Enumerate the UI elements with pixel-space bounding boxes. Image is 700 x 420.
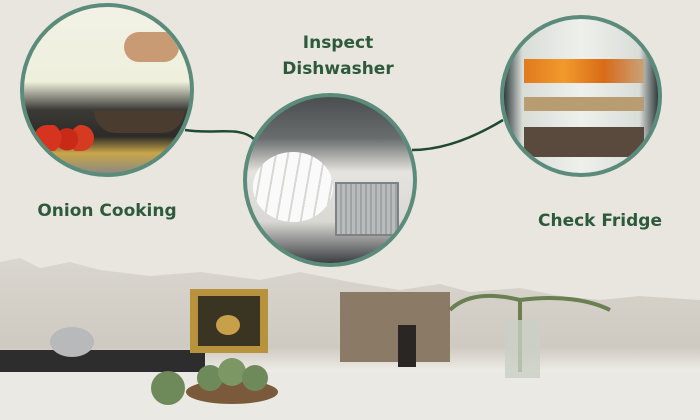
- plates: [253, 152, 333, 222]
- window: [340, 292, 450, 362]
- hand: [124, 32, 179, 62]
- tomatoes: [34, 125, 94, 151]
- step-label-onion-cooking: Onion Cooking: [37, 201, 177, 221]
- cutlery-basket: [335, 182, 399, 236]
- counter: [0, 372, 700, 420]
- fridge-shelf-mid: [524, 97, 644, 111]
- bottle: [398, 325, 416, 367]
- artichoke: [151, 371, 185, 405]
- step-label-check-fridge: Check Fridge: [537, 211, 662, 231]
- stove: [0, 350, 205, 372]
- pan: [94, 111, 184, 133]
- fridge-photo: [500, 15, 662, 177]
- dishwasher-photo: [243, 93, 417, 267]
- fridge-shelf-top: [524, 59, 644, 83]
- step-label-inspect-dishwasher: Inspect Dishwasher: [282, 33, 394, 79]
- kettle: [50, 327, 94, 357]
- fridge-shelf-bottom: [524, 127, 644, 157]
- cooking-photo: [20, 3, 194, 177]
